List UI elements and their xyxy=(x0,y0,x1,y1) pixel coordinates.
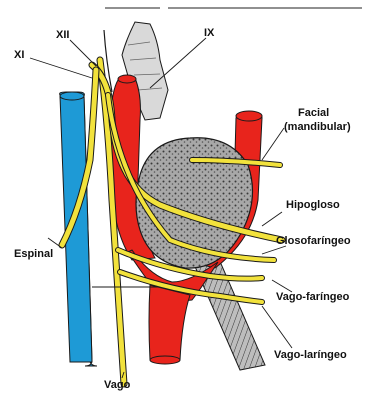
common-carotid xyxy=(149,285,190,360)
leader-hipogloso xyxy=(262,212,282,226)
leader-xii xyxy=(70,40,96,66)
label-xii: XII xyxy=(56,29,69,41)
jugular-vein-top xyxy=(60,92,84,100)
label-hipogloso: Hipogloso xyxy=(286,199,340,211)
muscle-band xyxy=(190,250,265,370)
label-espinal: Espinal xyxy=(14,248,53,260)
label-glosofaringeo: Glosofaríngeo xyxy=(276,235,351,247)
label-vago: Vago xyxy=(104,379,131,391)
leader-glosofaringeo xyxy=(262,246,286,254)
jugular-vein-body xyxy=(60,96,92,362)
label-xi: XI xyxy=(14,49,24,61)
leader-facial xyxy=(262,128,284,160)
label-facial: Facial xyxy=(298,107,329,119)
label-ix: IX xyxy=(204,27,215,39)
label-vago-laringeo: Vago-laríngeo xyxy=(274,349,347,361)
label-vago-faringeo: Vago-faríngeo xyxy=(276,291,350,303)
label-facial-sub: (mandibular) xyxy=(284,121,351,133)
leader-vago-laringeo xyxy=(262,306,292,348)
leader-xi xyxy=(30,58,92,78)
